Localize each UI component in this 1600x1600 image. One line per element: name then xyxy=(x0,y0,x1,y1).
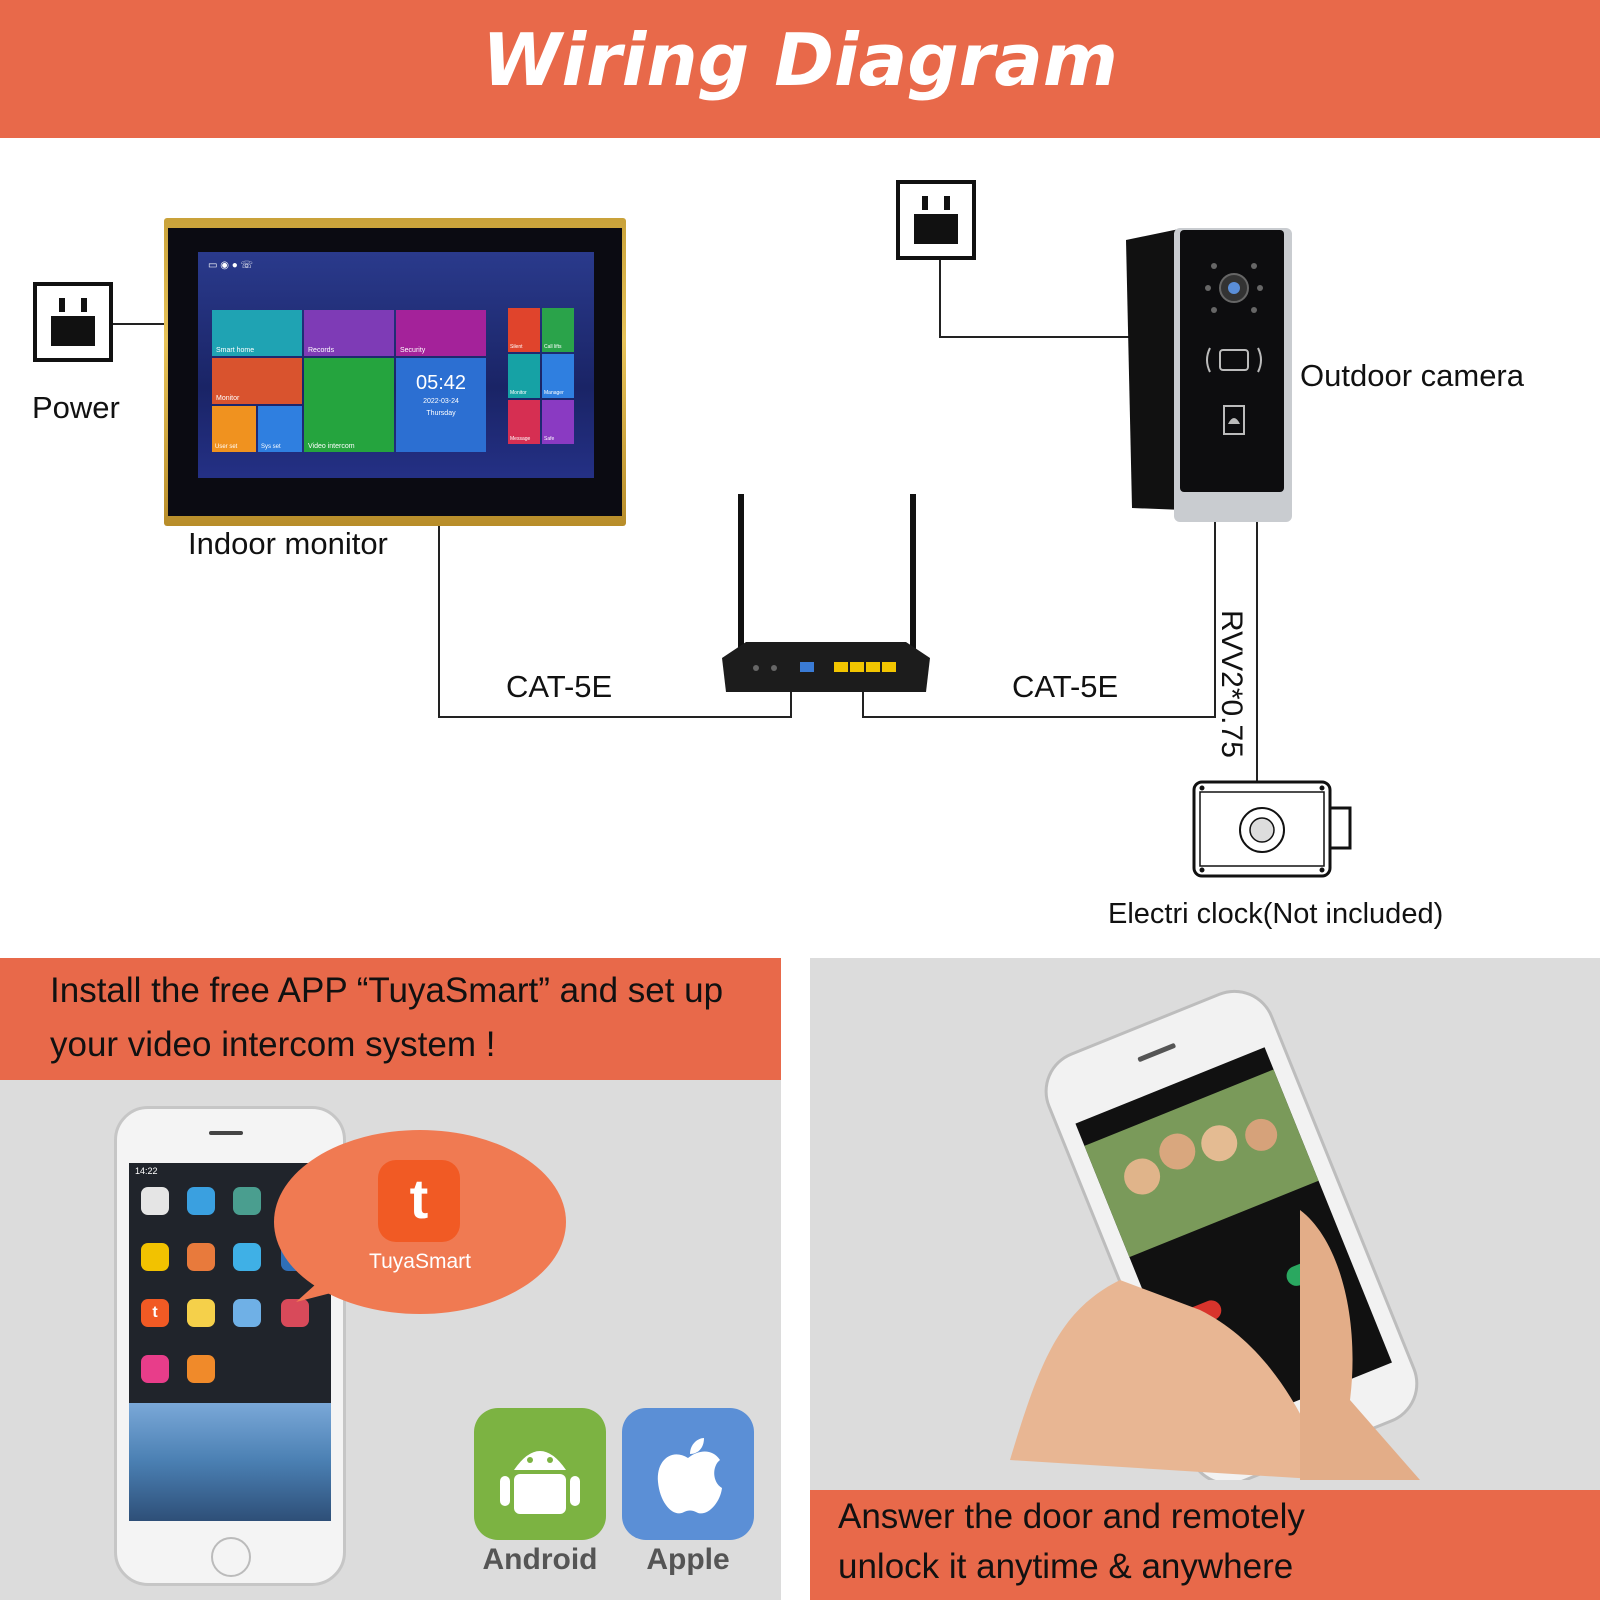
router-port-right xyxy=(862,690,864,718)
phone-status-time: 14:22 xyxy=(135,1166,158,1176)
camera-cable-horizontal xyxy=(862,716,1216,718)
monitor-cable-horizontal xyxy=(438,716,791,718)
camera-power-outlet-icon xyxy=(896,180,976,260)
tile-security: Security xyxy=(396,310,486,356)
tile-call-lifts: Call lifts xyxy=(542,308,574,352)
app-icon xyxy=(187,1299,215,1327)
answer-text-line2: unlock it anytime & anywhere xyxy=(838,1547,1294,1586)
camera-power-horizontal xyxy=(939,336,1129,338)
answer-text-line1: Answer the door and remotely xyxy=(838,1497,1305,1536)
cable-label-left: CAT-5E xyxy=(506,669,613,704)
install-text-line1: Install the free APP “TuyaSmart” and set… xyxy=(50,971,724,1010)
router-port-left xyxy=(790,690,792,718)
apple-label: Apple xyxy=(646,1543,730,1576)
tile-video-intercom: Video intercom xyxy=(304,358,394,452)
tuyasmart-app-icon[interactable]: t xyxy=(378,1160,460,1242)
status-icons: ▭ ◉ ● ☏ xyxy=(208,260,254,271)
camera-power-vertical xyxy=(939,258,941,338)
electric-lock-icon xyxy=(1192,780,1352,878)
tile-monitor: Monitor xyxy=(212,358,302,404)
tile-safe: Safe xyxy=(542,400,574,444)
tile-sys-set: Sys set xyxy=(258,406,302,452)
app-icon xyxy=(141,1355,169,1383)
lock-cable-label: RVV2*0.75 xyxy=(1215,610,1248,758)
install-text-line2: your video intercom system ! xyxy=(50,1025,496,1064)
app-icon xyxy=(233,1243,261,1271)
wallpaper-car xyxy=(129,1403,331,1521)
tile-user-set: User set xyxy=(212,406,256,452)
phone-in-hand-illustration xyxy=(1010,989,1420,1480)
tile-smart-home: Smart home xyxy=(212,310,302,356)
app-icon xyxy=(187,1187,215,1215)
android-label: Android xyxy=(482,1543,598,1576)
tuya-small-icon[interactable]: t xyxy=(141,1299,169,1327)
indoor-monitor: ▭ ◉ ● ☏ Smart home Records Security Moni… xyxy=(164,218,626,526)
phone-speaker xyxy=(209,1131,243,1135)
monitor-screen: ▭ ◉ ● ☏ Smart home Records Security Moni… xyxy=(198,252,594,478)
app-icon xyxy=(187,1355,215,1383)
tuyasmart-label: TuyaSmart xyxy=(369,1250,471,1273)
app-icon xyxy=(233,1187,261,1215)
app-icon xyxy=(141,1187,169,1215)
monitor-cable-vertical xyxy=(438,525,440,718)
monitor-bezel: ▭ ◉ ● ☏ Smart home Records Security Moni… xyxy=(168,228,622,516)
apple-store-button[interactable] xyxy=(622,1408,754,1540)
indoor-monitor-label: Indoor monitor xyxy=(188,526,388,561)
apple-icon xyxy=(657,1438,722,1514)
tile-silent: Silent xyxy=(508,308,540,352)
tile-records: Records xyxy=(304,310,394,356)
answer-text-box: Answer the door and remotely unlock it a… xyxy=(810,1490,1600,1600)
power-label: Power xyxy=(32,390,120,425)
app-icon xyxy=(187,1243,215,1271)
tile-monitor-small: Monitor xyxy=(508,354,540,398)
title-banner xyxy=(0,0,1600,138)
tile-manager: Manager xyxy=(542,354,574,398)
app-icon xyxy=(233,1299,261,1327)
power-wire xyxy=(108,323,166,325)
app-icon xyxy=(141,1243,169,1271)
app-icon xyxy=(281,1299,309,1327)
clock-tile: 05:42 2022-03-24 Thursday xyxy=(396,358,486,452)
install-text-box: Install the free APP “TuyaSmart” and set… xyxy=(0,958,781,1080)
cable-label-right: CAT-5E xyxy=(1012,669,1119,704)
android-icon xyxy=(500,1451,580,1514)
android-store-button[interactable] xyxy=(474,1408,606,1540)
router-icon xyxy=(722,494,930,692)
outdoor-camera-label: Outdoor camera xyxy=(1300,358,1524,393)
lock-label: Electri clock(Not included) xyxy=(1108,898,1444,930)
lock-cable xyxy=(1256,520,1258,782)
home-button xyxy=(211,1537,251,1577)
power-outlet-icon xyxy=(33,282,113,362)
tile-message: Message xyxy=(508,400,540,444)
camera-cable-vertical xyxy=(1214,520,1216,718)
page-title: Wiring Diagram xyxy=(482,18,1118,102)
outdoor-camera xyxy=(1126,228,1292,522)
